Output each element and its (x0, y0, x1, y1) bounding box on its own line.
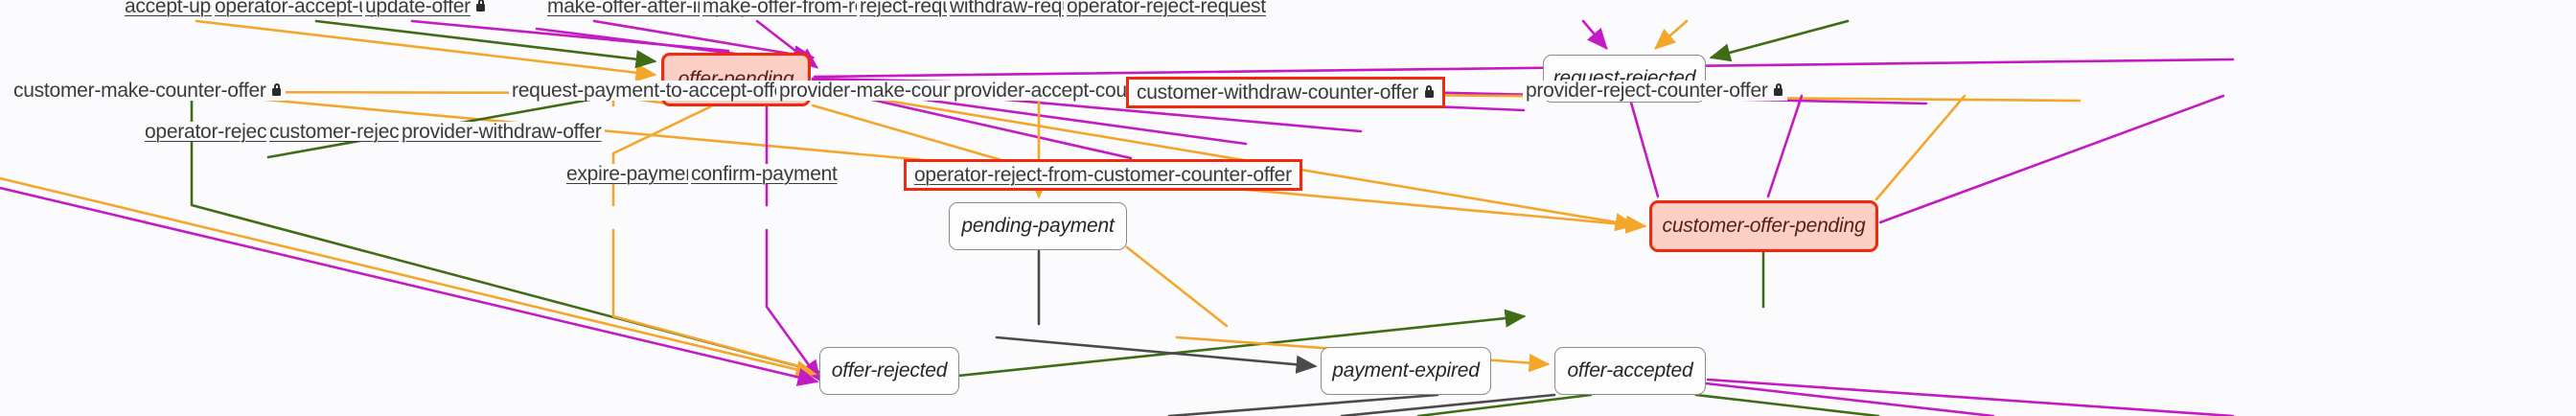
lock-icon (1773, 83, 1784, 97)
state-node-offer-accepted[interactable]: offer-accepted (1554, 347, 1706, 395)
label-text: provider-reject-counter-offer (1526, 80, 1768, 102)
state-label: pending-payment (961, 215, 1115, 237)
transition-label-expire-payment[interactable]: expire-payment (564, 163, 705, 185)
transition-label-withdraw-request[interactable]: withdraw-request (947, 0, 1102, 16)
transition-label-customer-make-counter-offer[interactable]: customer-make-counter-offer (11, 81, 286, 101)
state-node-pending-payment[interactable]: pending-payment (949, 202, 1127, 250)
label-text: provider-withdraw-offer (402, 121, 602, 143)
label-text: customer-make-counter-offer (13, 80, 266, 102)
lock-icon (271, 83, 283, 97)
state-node-payment-expired[interactable]: payment-expired (1321, 347, 1491, 395)
transition-label-operator-reject-request[interactable]: operator-reject-request (1064, 0, 1269, 16)
state-label: offer-accepted (1567, 359, 1693, 381)
state-label: offer-rejected (831, 359, 948, 381)
state-node-customer-offer-pending[interactable]: customer-offer-pending (1649, 200, 1878, 252)
state-label: customer-offer-pending (1662, 215, 1866, 237)
state-node-offer-rejected[interactable]: offer-rejected (819, 347, 959, 395)
transition-label-customer-withdraw-counter-offer[interactable]: customer-withdraw-counter-offer (1126, 77, 1446, 108)
transition-label-operator-reject-from-customer-counter-offer[interactable]: operator-reject-from-customer-counter-of… (904, 159, 1302, 191)
transition-label-provider-reject-counter-offer[interactable]: provider-reject-counter-offer (1523, 81, 1787, 101)
label-text: operator-reject-from-customer-counter-of… (914, 164, 1292, 186)
transition-label-update-offer[interactable]: update-offer (362, 0, 490, 16)
label-text: withdraw-request (950, 0, 1099, 17)
transition-label-provider-withdraw-offer[interactable]: provider-withdraw-offer (399, 122, 605, 142)
label-text: customer-withdraw-counter-offer (1137, 81, 1419, 104)
state-label: payment-expired (1332, 359, 1480, 381)
label-text: confirm-payment (691, 163, 838, 185)
label-text: update-offer (365, 0, 471, 17)
label-text: request-payment-to-accept-offer (512, 80, 792, 102)
transition-label-confirm-payment[interactable]: confirm-payment (688, 164, 840, 184)
label-text: operator-reject-request (1067, 0, 1266, 17)
lock-icon (475, 0, 487, 12)
label-text: expire-payment (566, 163, 702, 185)
transition-label-request-payment-to-accept-offer[interactable]: request-payment-to-accept-offer (509, 81, 794, 101)
lock-icon (1423, 85, 1435, 99)
